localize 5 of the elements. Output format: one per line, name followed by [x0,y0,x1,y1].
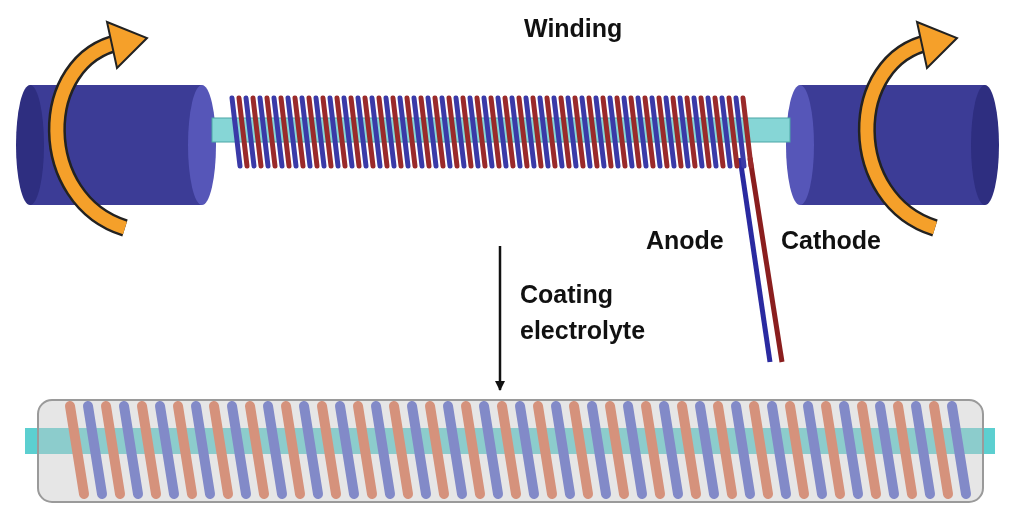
arrow [495,246,505,391]
electrode-label: Anode [646,226,724,255]
edge-label: Coating electrolyte [520,279,647,347]
step-label: Winding [524,14,623,43]
electrode-label: Cathode [781,226,881,255]
